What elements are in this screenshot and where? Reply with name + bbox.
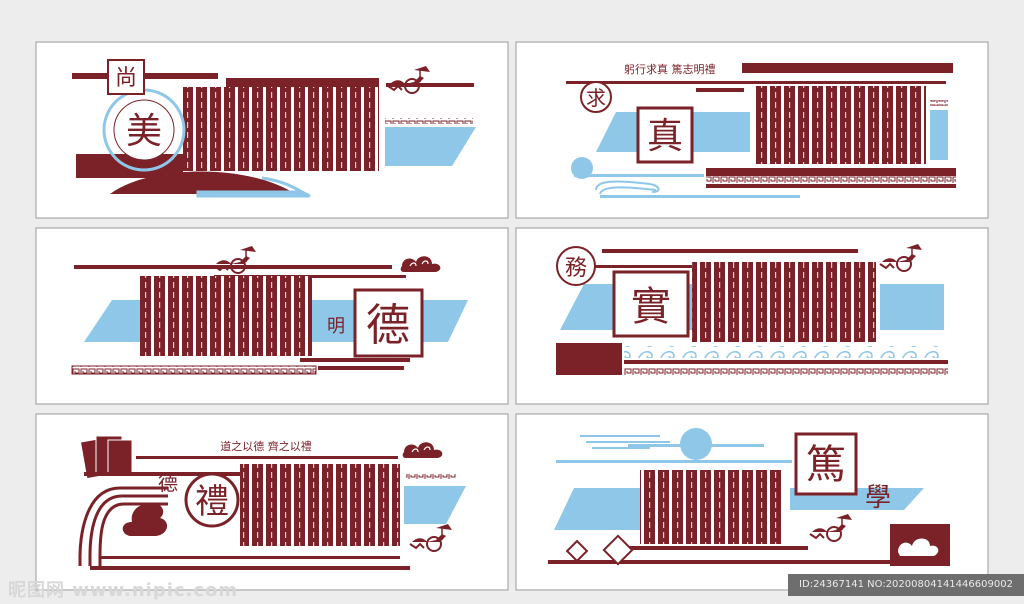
big-char: 禮 (195, 482, 229, 522)
watermark-id: ID:24367141 NO:20200804141446609002 (788, 574, 1024, 596)
wave-pattern (624, 346, 944, 358)
scroll-slips (756, 86, 926, 164)
top-bar (742, 63, 953, 73)
big-char-box (612, 270, 690, 338)
sky-cloud-lines (580, 435, 670, 449)
sky-cloud-lines (595, 180, 660, 195)
big-char: 實 (631, 284, 671, 330)
mid-rule (84, 472, 392, 476)
big-char: 美 (126, 111, 162, 152)
bottom-rule (318, 366, 404, 370)
maroon-arch (110, 171, 295, 194)
panel-4: 務 實 (515, 227, 989, 405)
concentric-arc (78, 486, 410, 570)
cloud-icon (898, 538, 939, 556)
bottom-rule (548, 560, 946, 564)
big-char: 篤 (806, 442, 846, 488)
top-rule (74, 265, 392, 269)
big-char: 德 (366, 300, 410, 351)
panel-6: 篤 學 (515, 413, 989, 591)
slogan: 道之以德 齊之以禮 (220, 439, 312, 453)
diamond-ornament (565, 534, 634, 566)
scroll-slips (140, 276, 312, 356)
panel-2: 躬行求真 篤志明禮 求 真 (515, 41, 989, 219)
big-char-box (794, 432, 858, 496)
sky-rule (600, 195, 800, 198)
top-rule (386, 83, 474, 87)
small-char: 明 (327, 316, 345, 337)
scroll-slips (240, 464, 400, 546)
top-rule (602, 249, 858, 253)
big-char-box (353, 288, 424, 358)
sky-rule (556, 460, 792, 463)
small-char: 學 (865, 483, 891, 513)
fret-border (706, 176, 956, 184)
fret-border (71, 365, 317, 375)
bottom-rule (624, 360, 948, 364)
small-char: 務 (565, 256, 587, 281)
book-stack-icon (81, 435, 133, 478)
small-char: 尚 (115, 66, 137, 91)
sky-rule (574, 174, 704, 177)
maroon-block (556, 343, 622, 375)
slogan: 躬行求真 篤志明禮 (624, 62, 716, 76)
sky-band-right (880, 284, 944, 330)
scroll-slips (640, 470, 782, 544)
bottom-rule (612, 546, 808, 550)
sky-band (84, 300, 140, 342)
small-char: 求 (586, 86, 606, 110)
sky-band (404, 486, 466, 524)
scroll-slips (183, 87, 379, 171)
sky-rule (198, 193, 308, 197)
small-char-circle (580, 81, 612, 113)
char-circle (113, 99, 175, 161)
cloud-scroll-icon (122, 503, 168, 536)
panel-1: 美 尚 (35, 41, 509, 219)
watermark-site: 昵图网 www.nipic.com (8, 580, 239, 601)
sky-band-right (930, 110, 948, 160)
fret-border (385, 118, 473, 124)
panel-3: 明 德 (35, 227, 509, 405)
panel-5: 道之以德 齊之以禮 德 禮 (35, 413, 509, 591)
fret-border (406, 474, 456, 480)
fret-border (930, 100, 948, 106)
big-char-box (636, 106, 694, 164)
top-rule (136, 456, 398, 459)
sky-sun (571, 157, 593, 179)
sky-band (554, 488, 640, 530)
small-char-box (107, 59, 145, 95)
small-char: 德 (158, 471, 178, 495)
big-char: 真 (647, 116, 683, 157)
top-rule (566, 81, 946, 84)
scroll-slips (692, 262, 876, 342)
fret-border (624, 368, 948, 376)
big-char-circle (184, 472, 240, 528)
small-char-circle (556, 246, 596, 286)
sky-sun (680, 428, 712, 460)
bottom-rule (300, 358, 410, 362)
top-bar (226, 78, 379, 87)
sky-band (385, 127, 476, 166)
mid-rule (696, 88, 744, 92)
